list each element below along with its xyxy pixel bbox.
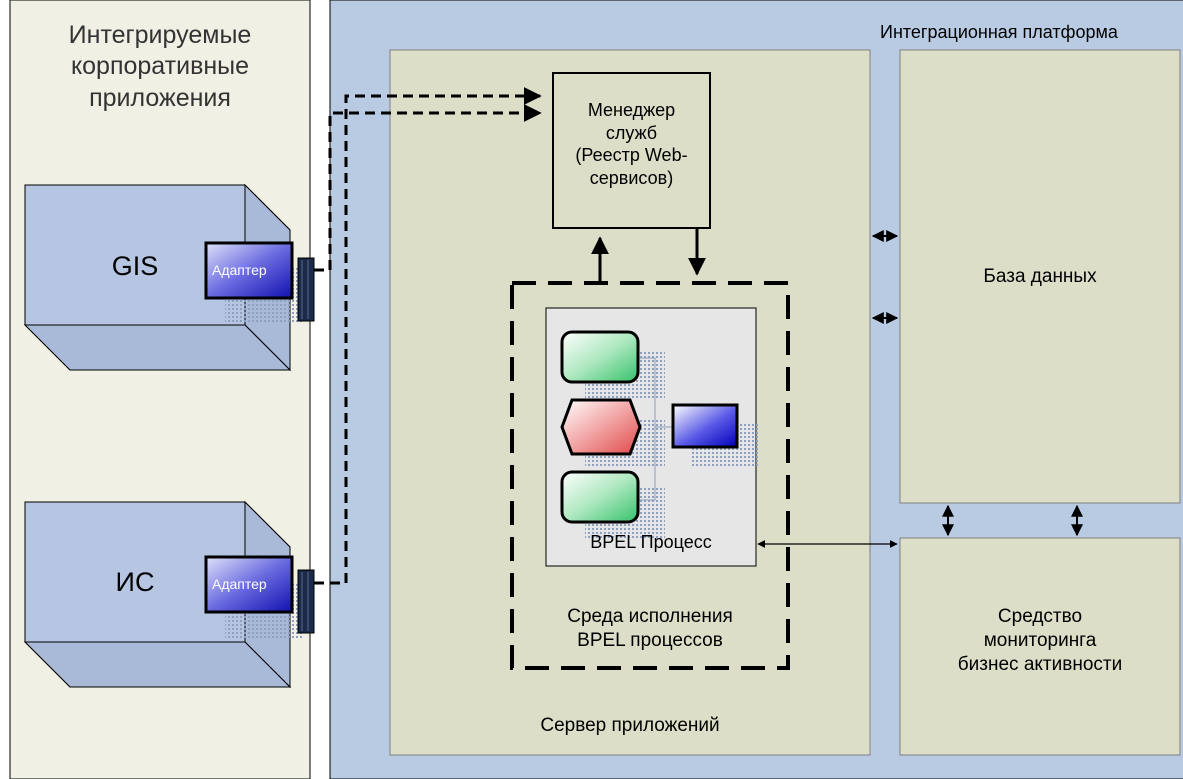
monitoring-box	[899, 537, 1181, 756]
monitoring-label: Средство мониторинга бизнес активности	[957, 606, 1123, 675]
is-system-box	[23, 500, 292, 689]
is-connector	[314, 87, 542, 585]
process-service-call	[671, 403, 739, 449]
left-panel-title: Интегрируемые корпоративные приложения	[68, 21, 252, 112]
gis-adapter-label: Адаптер	[212, 262, 267, 278]
process-decision	[560, 398, 642, 456]
process-step-1	[560, 330, 640, 384]
is-adapter-label: Адаптер	[212, 576, 267, 592]
service-manager-box	[552, 72, 711, 229]
is-adapter	[204, 555, 315, 638]
bpel-runtime-label: Среда исполнения BPEL процессов	[567, 606, 733, 651]
gis-adapter	[204, 241, 315, 322]
gis-connector	[314, 104, 542, 272]
bpel-process-label: BPEL Процесс	[590, 532, 712, 552]
process-shapes	[560, 330, 760, 538]
process-step-2	[560, 470, 640, 524]
is-system-label: ИС	[115, 567, 155, 597]
app-server-label: Сервер приложений	[540, 715, 720, 736]
gis-system-box	[23, 183, 292, 372]
service-manager-label: Менеджер служб (Реестр Web- сервисов)	[575, 100, 688, 188]
database-box	[899, 49, 1181, 504]
bpel-runtime-box	[510, 281, 790, 670]
platform-title: Интеграционная платформа	[880, 22, 1118, 42]
gis-system-label: GIS	[111, 251, 159, 281]
database-label: База данных	[983, 266, 1097, 287]
